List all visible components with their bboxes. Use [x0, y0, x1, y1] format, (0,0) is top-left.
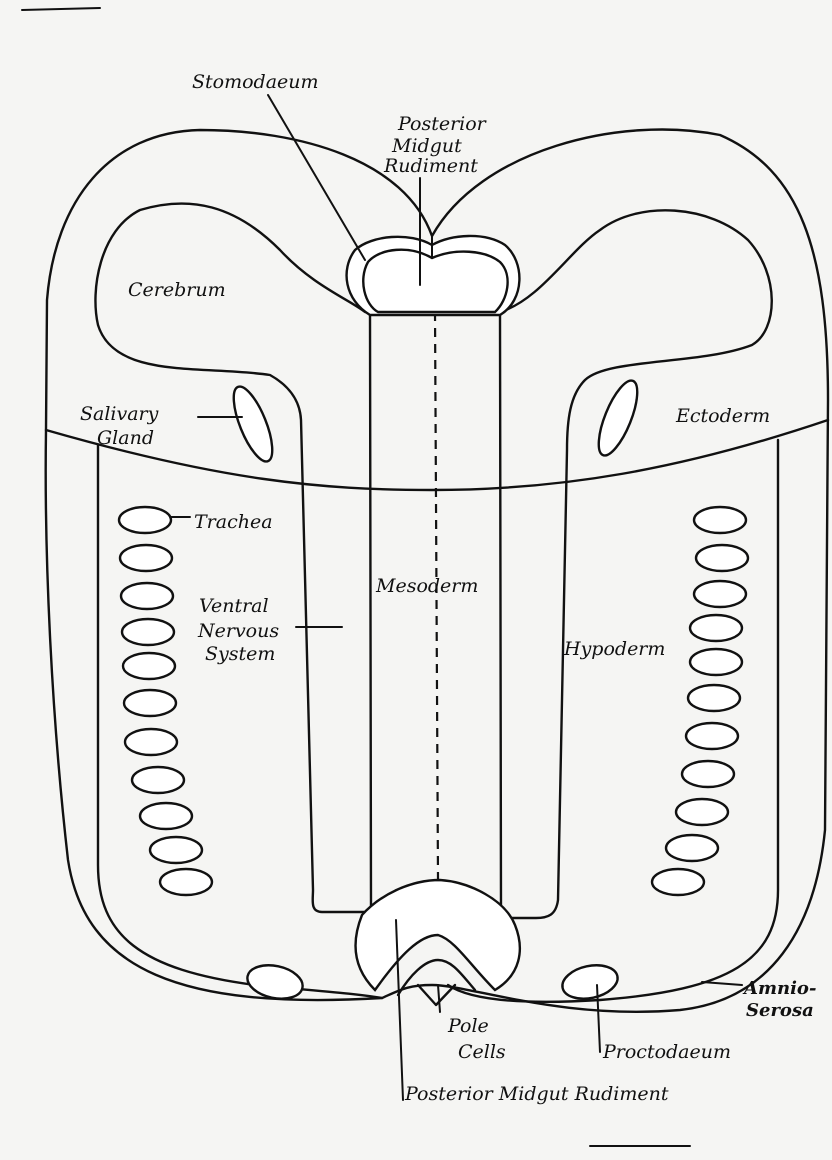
label-hypoderm: Hypoderm [563, 638, 665, 660]
trachea-left-2 [120, 545, 172, 571]
trachea-right-3 [694, 581, 746, 607]
trachea-right-5 [690, 649, 742, 675]
anterior-midgut-rudiment [363, 250, 507, 312]
trachea-left-8 [132, 767, 184, 793]
label-posterior-midgut-bottom: Posterior Midgut Rudiment [404, 1083, 669, 1105]
label-amnio-serosa: Amnio- Serosa [742, 978, 823, 1021]
trachea-left-7 [125, 729, 177, 755]
label-cerebrum: Cerebrum [128, 279, 226, 301]
label-ventral-nervous-system: Ventral Nervous System [197, 595, 285, 665]
trachea-left-3 [121, 583, 173, 609]
trachea-left-4 [122, 619, 174, 645]
trachea-right-2 [696, 545, 748, 571]
trachea-left-9 [140, 803, 192, 829]
trachea-left-11 [160, 869, 212, 895]
label-stomodaeum: Stomodaeum [192, 71, 319, 93]
trachea-right-4 [690, 615, 742, 641]
mesoderm-right-edge [500, 312, 501, 918]
label-proctodaeum: Proctodaeum [602, 1041, 731, 1063]
label-mesoderm: Mesoderm [375, 575, 478, 597]
label-trachea: Trachea [194, 511, 273, 533]
trachea-right-6 [688, 685, 740, 711]
trachea-right-10 [666, 835, 718, 861]
trachea-right-7 [686, 723, 738, 749]
trachea-left-1 [119, 507, 171, 533]
trachea-left-10 [150, 837, 202, 863]
trachea-right-9 [676, 799, 728, 825]
trachea-right-11 [652, 869, 704, 895]
label-ectoderm: Ectoderm [675, 405, 770, 427]
mesoderm-left-edge [370, 312, 371, 912]
trachea-left-6 [124, 690, 176, 716]
trachea-right-8 [682, 761, 734, 787]
trachea-right-1 [694, 507, 746, 533]
trachea-left-5 [123, 653, 175, 679]
